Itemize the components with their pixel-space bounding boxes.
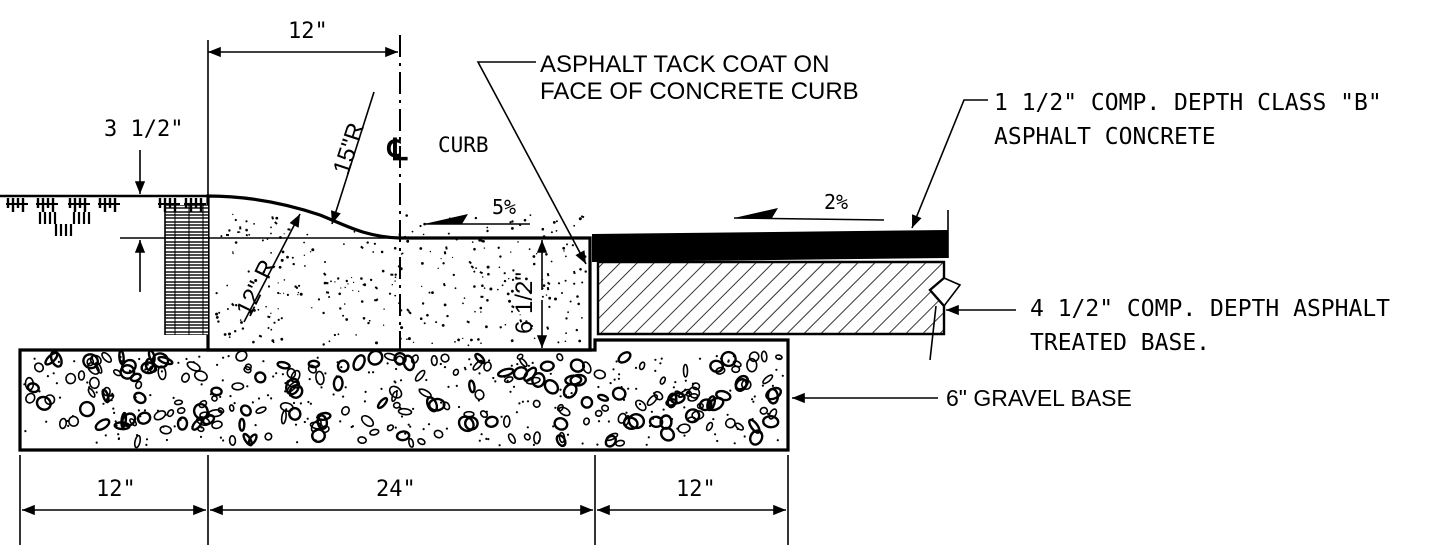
slope-2-label: 2%	[824, 190, 848, 214]
tack-coat-line-2: FACE OF CONCRETE CURB	[540, 78, 859, 105]
gravel-base-note: 6" GRAVEL BASE	[792, 385, 1132, 411]
asphalt-concrete-layer	[592, 230, 948, 262]
asphalt-concrete-note: 1 1/2" COMP. DEPTH CLASS "B" ASPHALT CON…	[911, 90, 1382, 229]
asphalt-concrete-line-2: ASPHALT CONCRETE	[994, 124, 1216, 150]
treated-base-note: 4 1/2" COMP. DEPTH ASPHALT TREATED BASE.	[946, 296, 1390, 356]
dim-6-5-label: 6 1/2"	[511, 272, 538, 334]
dim-3-5: 3 1/2"	[104, 117, 208, 292]
slope-5: 5%	[424, 195, 530, 225]
pavement-break-line	[929, 305, 937, 361]
treated-base-line-1: 4 1/2" COMP. DEPTH ASPHALT	[1030, 296, 1390, 322]
gravel-aggregate-texture	[23, 349, 784, 449]
dim-top-12-label: 12"	[288, 19, 328, 44]
curb-label: CURB	[438, 133, 489, 157]
bottom-dimensions: 12" 24" 12"	[19, 455, 789, 545]
radius-15-label: 15"R	[328, 120, 370, 178]
ground-surface-symbol	[6, 198, 206, 236]
dim-3-5-label: 3 1/2"	[104, 117, 183, 142]
treated-base-line-2: TREATED BASE.	[1030, 330, 1210, 356]
soil-backfill	[0, 194, 208, 335]
radius-15: 15"R	[328, 91, 375, 225]
gravel-base	[18, 338, 790, 452]
dim-bottom-right-label: 12"	[676, 477, 716, 502]
radius-12-label: 12" R	[231, 256, 281, 321]
dim-6-5: 6 1/2"	[511, 239, 548, 348]
gravel-base-label: 6" GRAVEL BASE	[946, 385, 1132, 411]
centerline-symbol: ℄	[386, 134, 408, 167]
tack-coat-note: ASPHALT TACK COAT ON FACE OF CONCRETE CU…	[476, 51, 859, 265]
asphalt-concrete-line-1: 1 1/2" COMP. DEPTH CLASS "B"	[994, 90, 1382, 116]
dim-top-12: 12"	[207, 19, 398, 196]
dim-bottom-mid-label: 24"	[376, 477, 416, 502]
dim-bottom-left-label: 12"	[96, 477, 136, 502]
tack-coat-line-1: ASPHALT TACK COAT ON	[540, 51, 829, 78]
slope-2: 2%	[733, 190, 885, 221]
slope-5-label: 5%	[492, 195, 516, 219]
asphalt-treated-base-layer	[596, 260, 962, 336]
